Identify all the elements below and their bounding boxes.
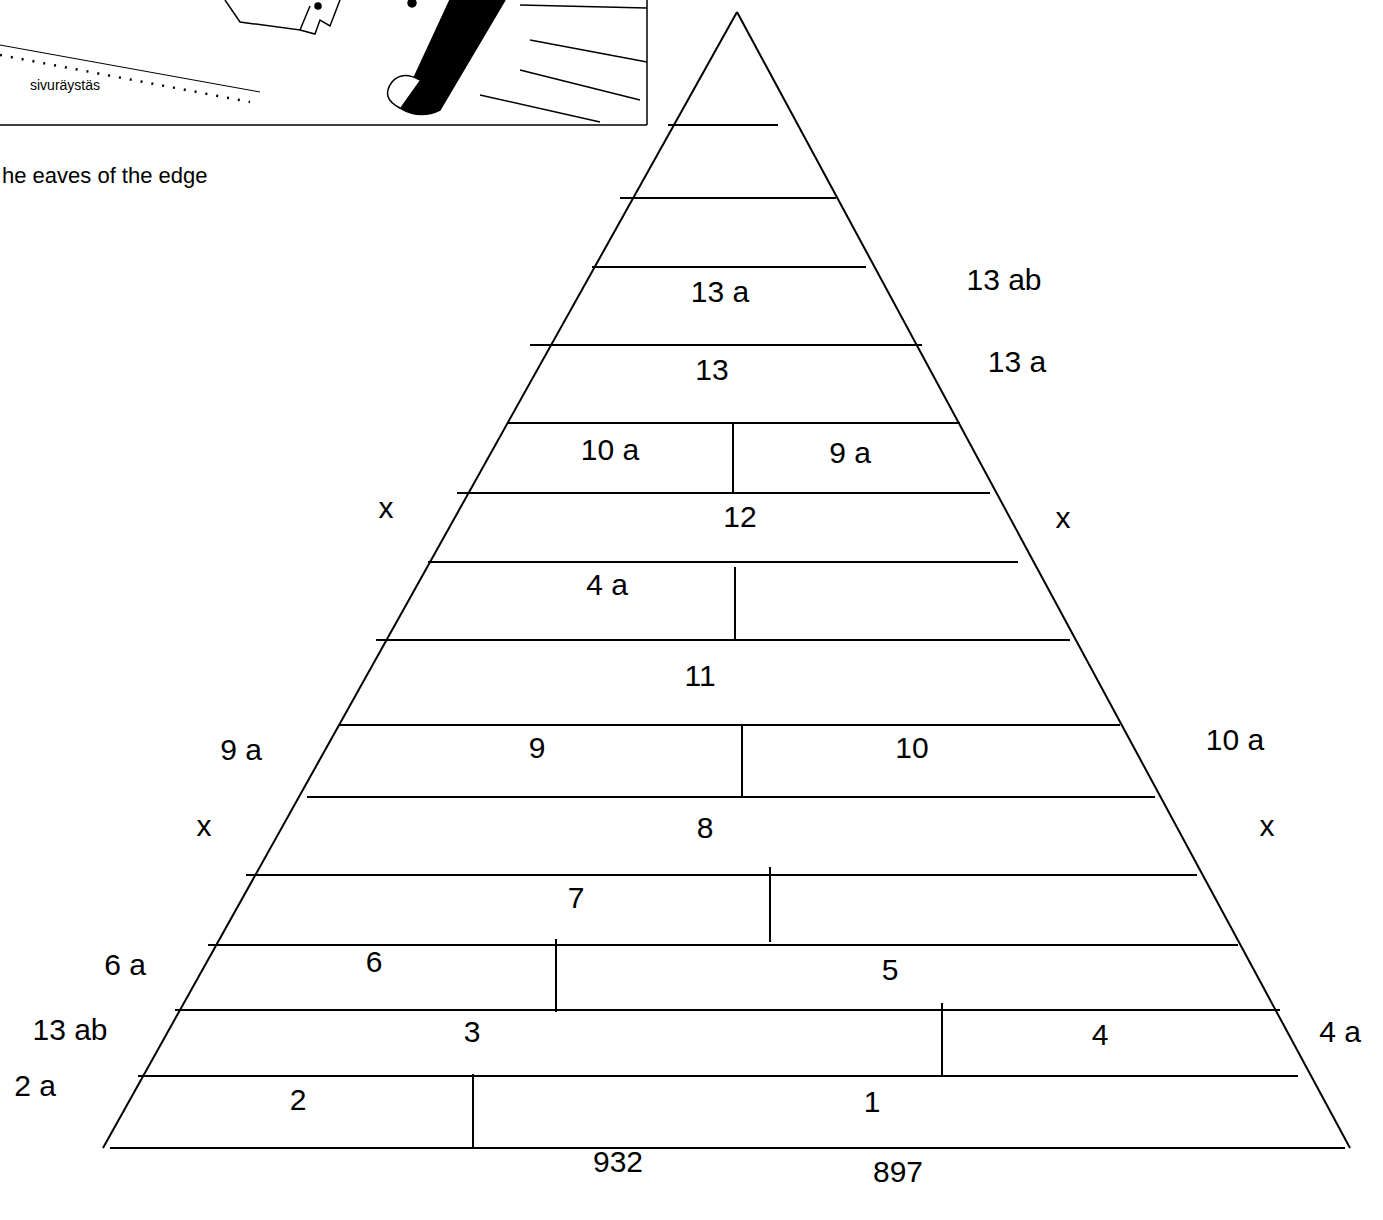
callout-number: 7 xyxy=(568,883,585,913)
callout-number: x xyxy=(379,493,394,523)
callout-number: 10 a xyxy=(1206,725,1264,755)
callout-number: 9 a xyxy=(829,438,871,468)
callout-number: 2 xyxy=(290,1085,307,1115)
callout-number: x xyxy=(1056,503,1071,533)
callout-number: 2 a xyxy=(14,1071,56,1101)
callout-number: 13 ab xyxy=(966,265,1041,295)
callout-number: 897 xyxy=(873,1157,923,1187)
eaves-illustration xyxy=(0,0,647,125)
callout-number: 11 xyxy=(684,661,715,691)
callout-number: 9 a xyxy=(220,735,262,765)
callout-number: 9 xyxy=(529,733,546,763)
callout-number: 13 xyxy=(695,355,728,385)
callout-number: 6 a xyxy=(104,950,146,980)
caption-text: he eaves of the edge xyxy=(2,165,208,187)
callout-number: 13 a xyxy=(988,347,1046,377)
caption-text: sivuräystäs xyxy=(30,78,100,92)
callout-number: 6 xyxy=(366,947,383,977)
callout-number: 10 xyxy=(895,733,928,763)
callout-number: 4 a xyxy=(586,570,628,600)
callout-number: 10 a xyxy=(581,435,639,465)
callout-number: 4 a xyxy=(1319,1017,1361,1047)
callout-number: 5 xyxy=(882,955,899,985)
callout-number: 12 xyxy=(723,502,756,532)
callout-number: x xyxy=(1260,811,1275,841)
callout-number: 13 ab xyxy=(32,1015,107,1045)
callout-number: 3 xyxy=(464,1017,481,1047)
gable-sheet-lines xyxy=(103,12,1350,1148)
callout-number: 932 xyxy=(593,1147,643,1177)
callout-number: 13 a xyxy=(691,277,749,307)
callout-number: 8 xyxy=(697,813,714,843)
callout-number: x xyxy=(197,811,212,841)
callout-number: 1 xyxy=(864,1087,881,1117)
callout-number: 4 xyxy=(1092,1020,1109,1050)
